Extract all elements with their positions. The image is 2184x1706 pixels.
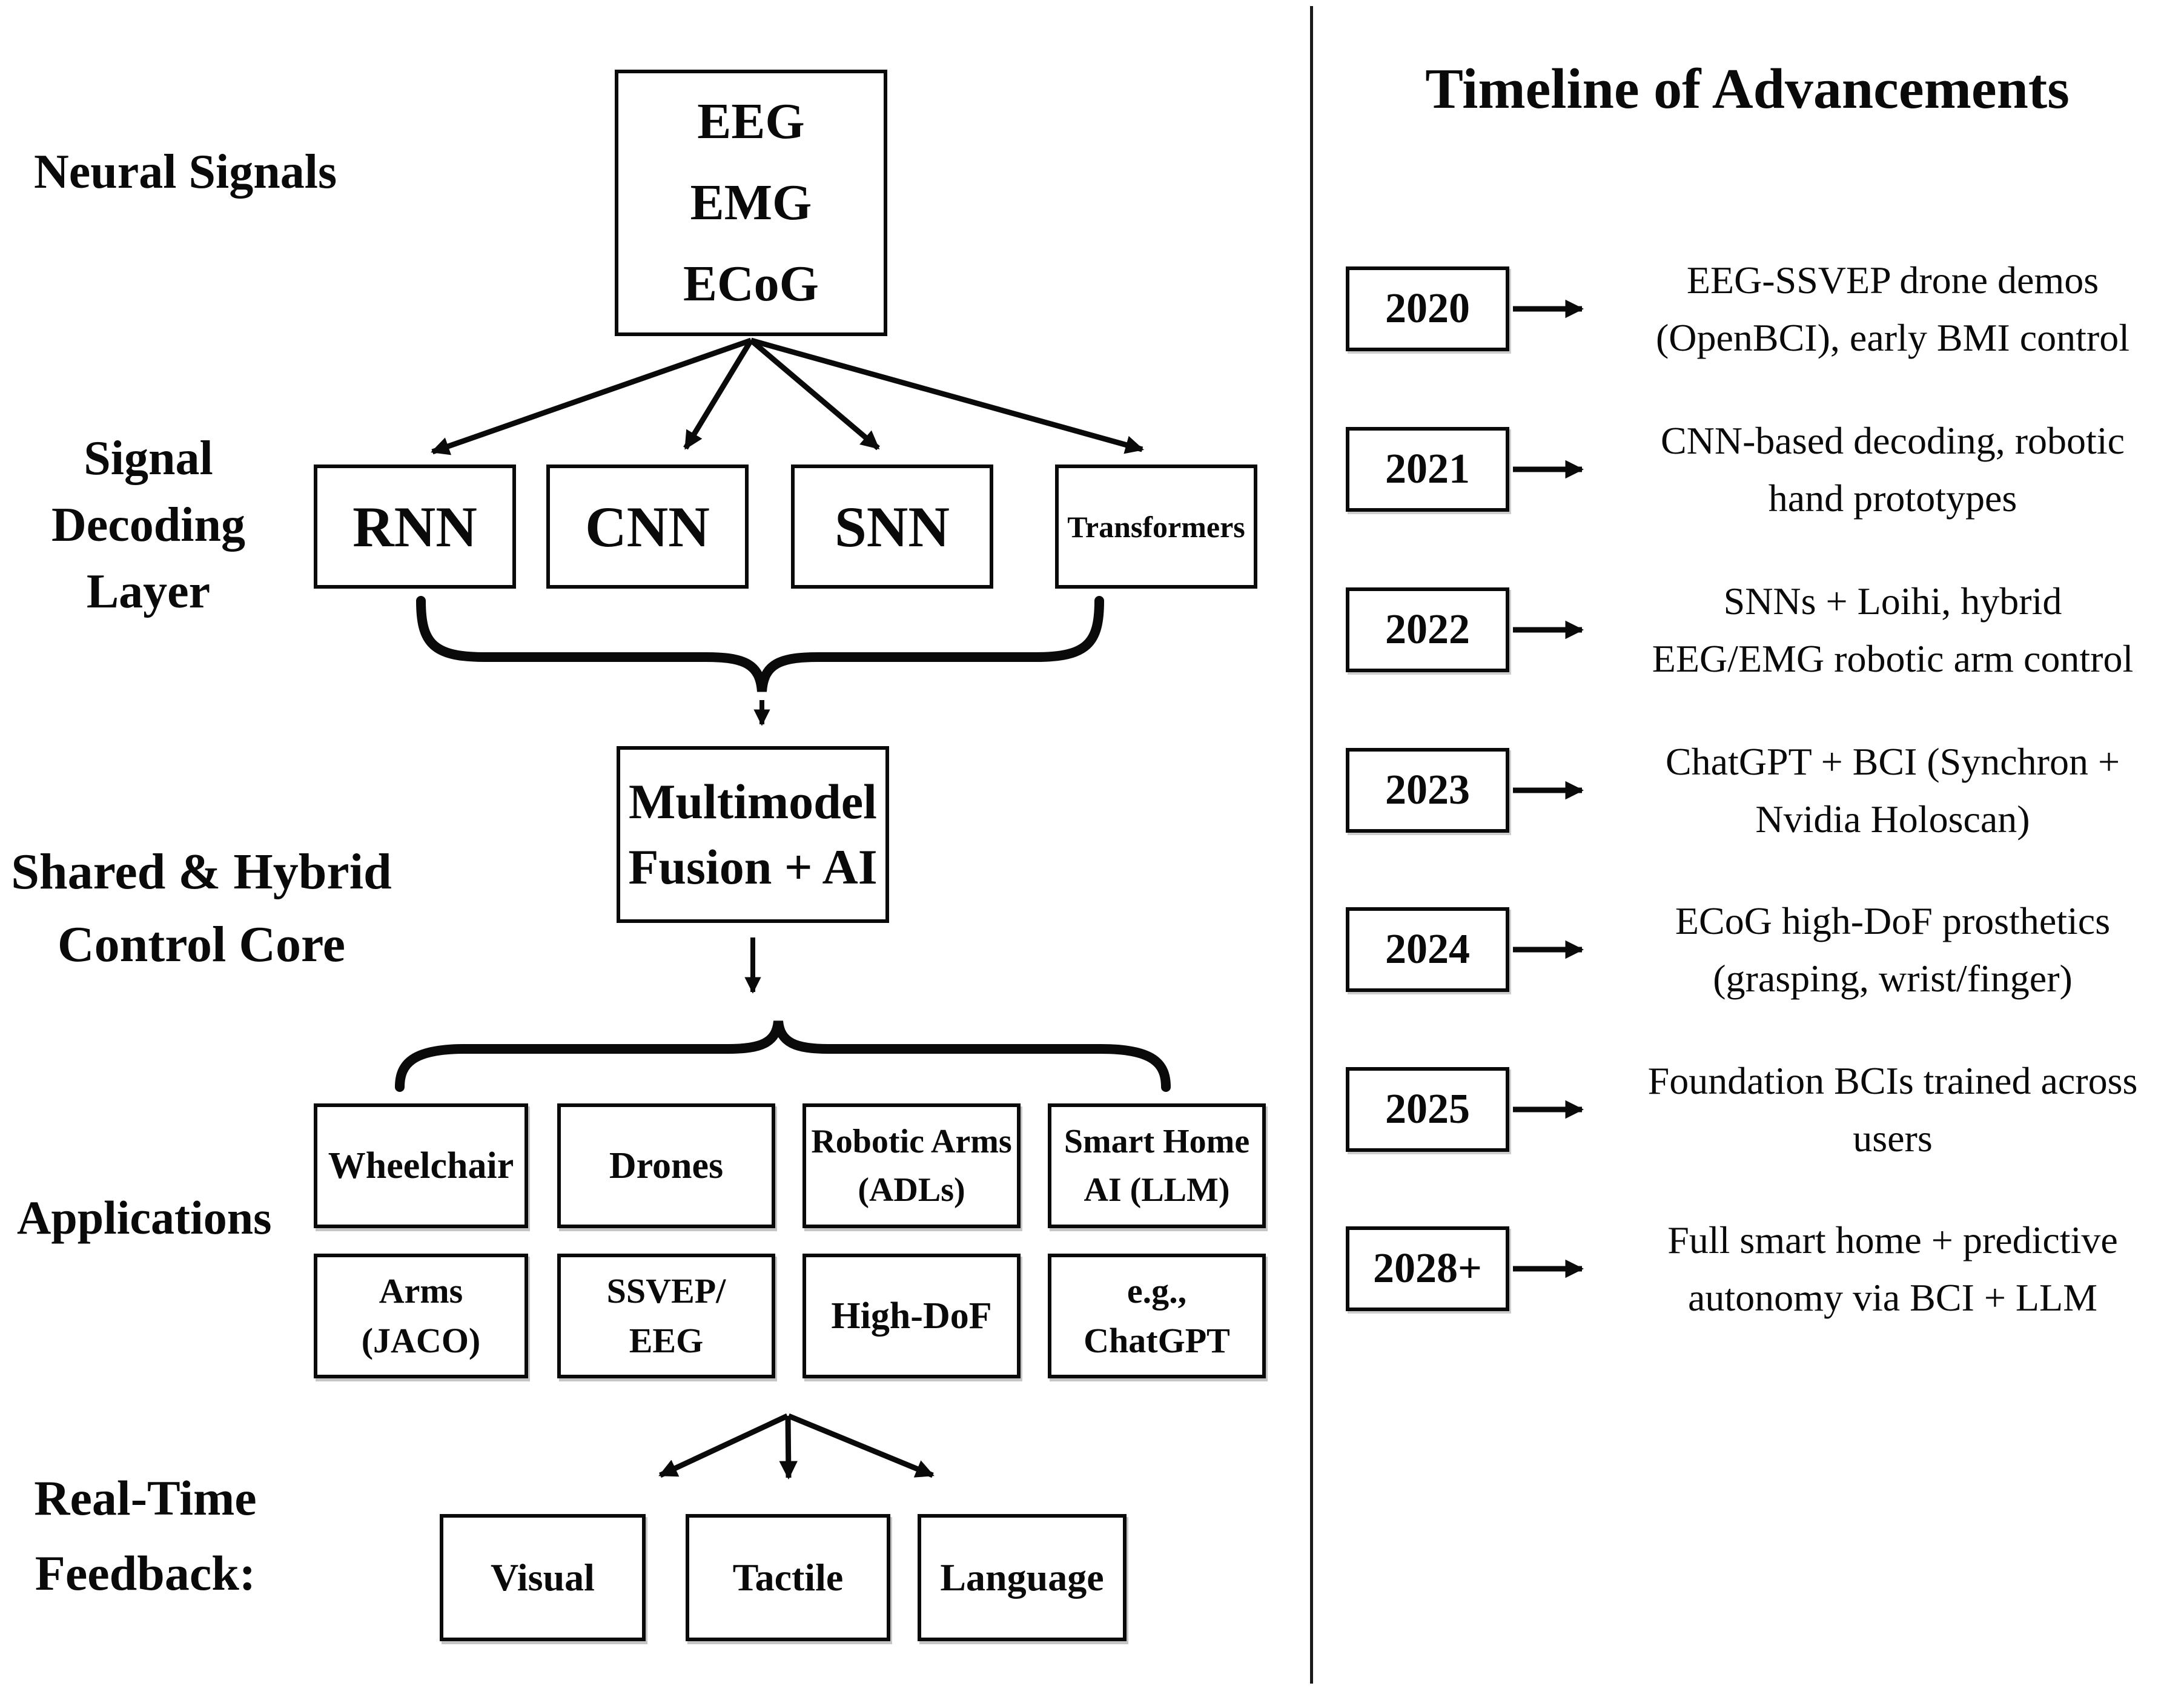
decoder-box-transformers: Transformers	[1055, 465, 1257, 589]
timeline-year-2024: 2024	[1346, 907, 1509, 992]
timeline-year-2020: 2020	[1346, 266, 1509, 351]
arrows-timeline-years	[1513, 299, 1584, 1278]
neural-signals-box: EEG EMG ECoG	[615, 70, 887, 336]
underbrace-decoders	[416, 596, 1104, 692]
overbrace-applications	[395, 1020, 1171, 1092]
app-box-drones: Drones	[557, 1103, 775, 1228]
app-box-smart-home: Smart Home AI (LLM)	[1048, 1103, 1266, 1228]
vertical-divider	[1310, 6, 1313, 1684]
timeline-desc-2020: EEG-SSVEP drone demos (OpenBCI), early B…	[1655, 259, 2130, 359]
fusion-box: Multimodel Fusion + AI	[617, 746, 889, 923]
label-neural-signals: Neural Signals	[34, 145, 337, 199]
timeline-year-2023: 2023	[1346, 748, 1509, 833]
timeline-year-2022: 2022	[1346, 587, 1509, 672]
label-applications-text: Applications	[17, 1191, 272, 1244]
feedback-box-visual: Visual	[440, 1514, 646, 1641]
app-box-chatgpt: e.g., ChatGPT	[1048, 1254, 1266, 1378]
feedback-box-language: Language	[918, 1514, 1127, 1641]
timeline-title: Timeline of Advancements	[1425, 58, 2070, 121]
timeline-year-2025: 2025	[1346, 1067, 1509, 1152]
app-box-robotic-arms: Robotic Arms (ADLs)	[802, 1103, 1021, 1228]
app-box-ssvep-eeg: SSVEP/ EEG	[557, 1254, 775, 1378]
timeline-desc-2022: SNNs + Loihi, hybrid EEG/EMG robotic arm…	[1652, 580, 2134, 680]
arrows-apps-to-feedback	[658, 1413, 935, 1480]
app-box-high-dof: High-DoF	[802, 1254, 1021, 1378]
timeline-desc-2023: ChatGPT + BCI (Synchron + Nvidia Holosca…	[1665, 740, 2120, 841]
label-signal-decoding-layer: Signal Decoding Layer	[51, 432, 245, 618]
timeline-year-2028plus: 2028+	[1346, 1226, 1509, 1311]
arrows-neural-to-decoders	[431, 337, 1144, 455]
timeline-desc-2021: CNN-based decoding, robotic hand prototy…	[1660, 419, 2125, 520]
app-box-arms-jaco: Arms (JACO)	[314, 1254, 528, 1378]
label-realtime-feedback: Real-Time Feedback:	[34, 1470, 257, 1601]
timeline-desc-2025: Foundation BCIs trained across users	[1647, 1059, 2138, 1160]
decoder-box-cnn: CNN	[546, 465, 749, 589]
timeline-desc-2024: ECoG high-DoF prosthetics (grasping, wri…	[1675, 899, 2111, 1000]
label-shared-hybrid-control-core: Shared & Hybrid Control Core	[11, 844, 392, 973]
timeline-year-2021: 2021	[1346, 427, 1509, 512]
timeline-desc-2028plus: Full smart home + predictive autonomy vi…	[1667, 1218, 2118, 1319]
app-box-wheelchair: Wheelchair	[314, 1103, 528, 1228]
decoder-box-snn: SNN	[791, 465, 993, 589]
decoder-box-rnn: RNN	[314, 465, 516, 589]
feedback-box-tactile: Tactile	[686, 1514, 890, 1641]
